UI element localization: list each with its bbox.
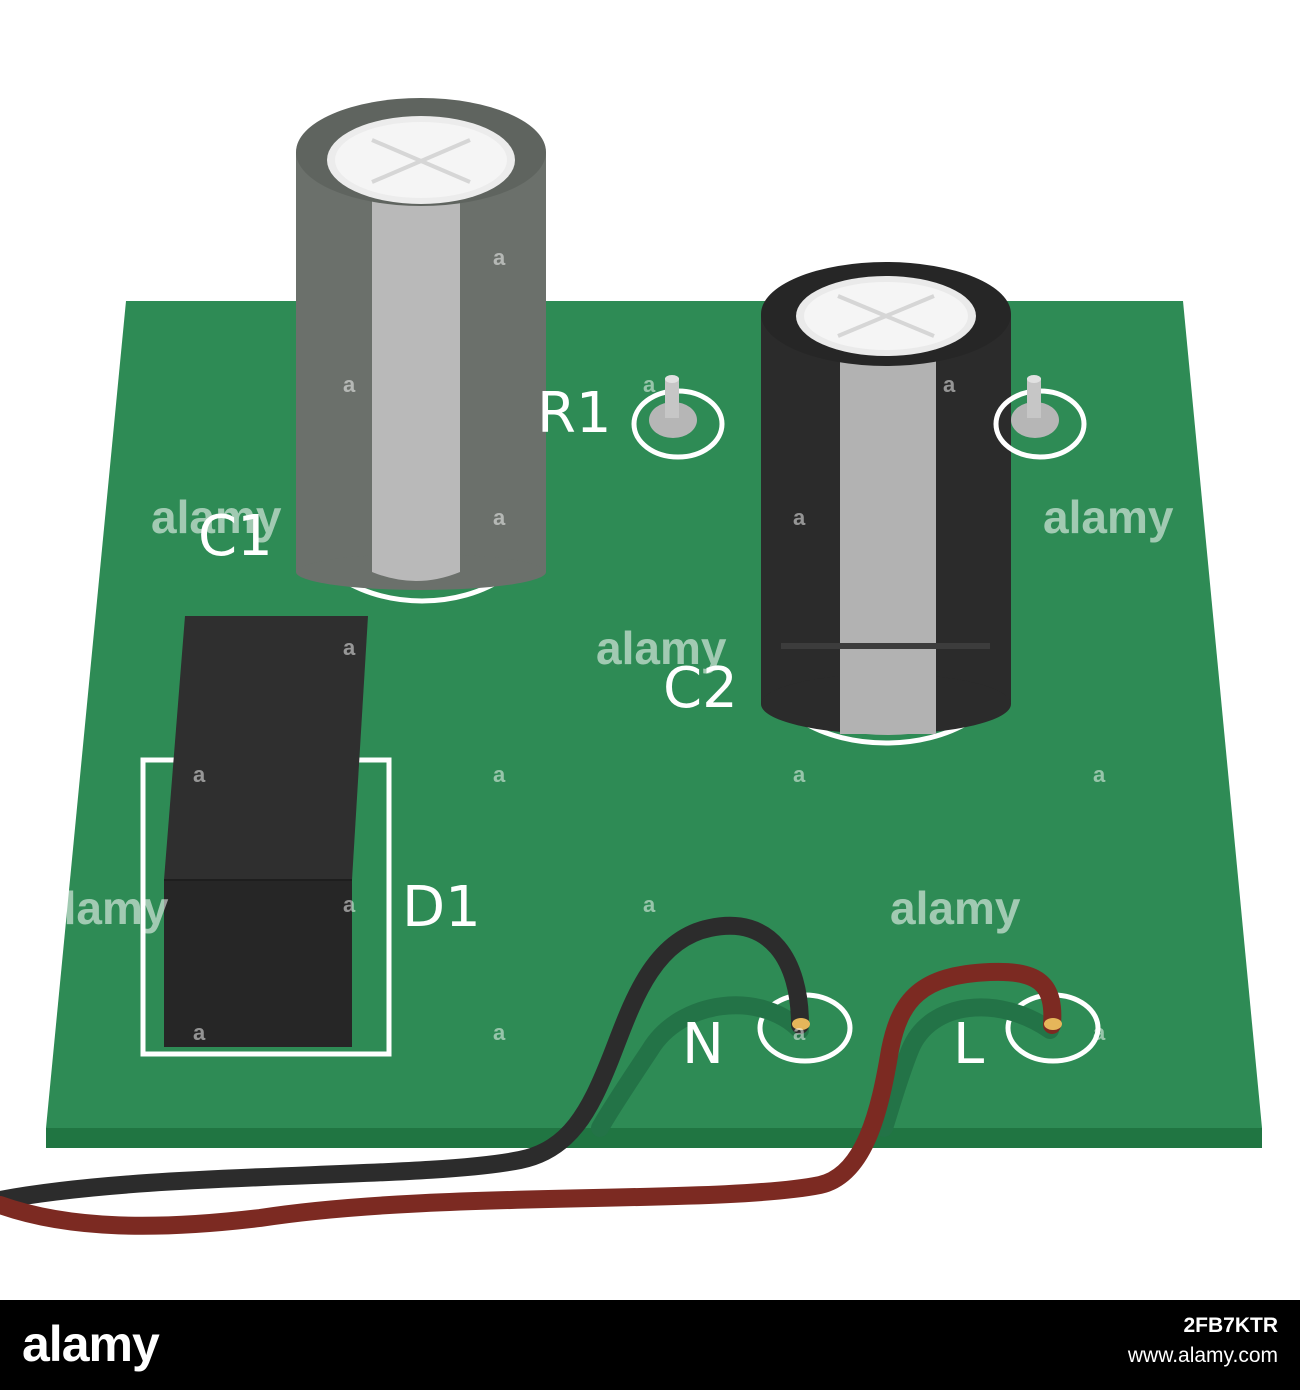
watermark-letter: a <box>643 892 656 917</box>
footer-bar: alamy 2FB7KTR www.alamy.com <box>0 1300 1300 1390</box>
diode-d1 <box>164 616 368 1047</box>
watermark-letter: a <box>343 635 356 660</box>
watermark-letter: a <box>343 372 356 397</box>
wire-l <box>0 962 1062 1235</box>
watermark-letter: a <box>793 505 806 530</box>
capacitor-c2 <box>761 262 1011 735</box>
watermark-text: alamy <box>38 882 169 934</box>
watermark-letter: a <box>793 762 806 787</box>
watermark-letter: a <box>793 1020 806 1045</box>
label-c1: C1 <box>198 504 273 569</box>
watermark-letter: a <box>1093 762 1106 787</box>
capacitor-c1 <box>296 98 546 590</box>
label-r1: R1 <box>537 381 612 446</box>
wire-n-shadow <box>591 996 809 1137</box>
watermark-letter: a <box>643 372 656 397</box>
footer-logo: alamy <box>22 1316 160 1372</box>
watermark-letter: a <box>343 892 356 917</box>
label-d1: D1 <box>402 875 481 940</box>
watermark-letter: a <box>493 245 506 270</box>
label-c2: C2 <box>663 656 738 721</box>
r1-pad-right <box>993 375 1087 460</box>
watermark-letter: a <box>493 762 506 787</box>
footer-image-id: 2FB7KTR <box>1183 1314 1278 1337</box>
watermark-text: alamy <box>151 491 282 543</box>
watermark-text: alamy <box>596 622 727 674</box>
label-n: N <box>682 1012 724 1077</box>
pcb-illustration: R1 C1 C2 D1 N L alamy alamy alamy alamy … <box>0 98 1262 1235</box>
footer-url: www.alamy.com <box>1127 1344 1278 1367</box>
watermark-letter: a <box>493 1020 506 1045</box>
watermark-letter: a <box>943 372 956 397</box>
pcb-edge <box>46 1128 1262 1148</box>
watermark-text: alamy <box>890 882 1021 934</box>
watermark-letter: a <box>1093 1020 1106 1045</box>
watermark-text: alamy <box>1043 491 1174 543</box>
watermark-letter: a <box>193 762 206 787</box>
wire-l-shadow <box>875 998 1059 1137</box>
watermark-letter: a <box>193 1020 206 1045</box>
watermark-letter: a <box>493 505 506 530</box>
r1-pad-left <box>631 375 725 460</box>
label-l: L <box>953 1012 984 1077</box>
wire-n-tip <box>792 1018 810 1030</box>
wire-l-tip <box>1044 1018 1062 1030</box>
watermark-letter: a <box>793 245 806 270</box>
wire-n <box>0 916 809 1209</box>
